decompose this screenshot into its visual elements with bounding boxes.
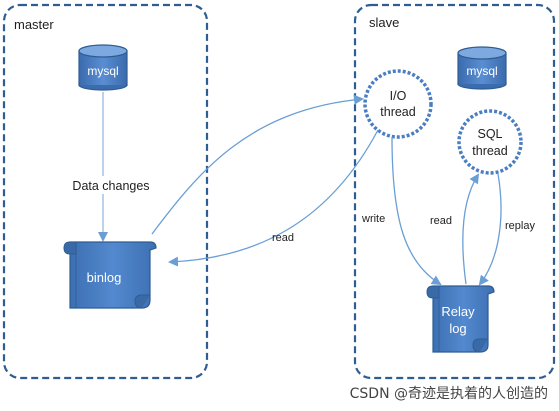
binlog-label: binlog <box>87 270 122 285</box>
binlog-to-io-arrow <box>151 94 364 235</box>
slave-label: slave <box>369 15 399 30</box>
slave-mysql-label: mysql <box>466 64 497 78</box>
write-arrow <box>391 136 442 286</box>
sql-thread-label-line1: SQL <box>477 127 502 141</box>
read-edge-label: read <box>272 232 294 244</box>
data-changes-label: Data changes <box>72 179 149 193</box>
slave-frame <box>353 3 556 380</box>
write-edge-label: write <box>361 213 385 225</box>
relay-read-arrow <box>462 173 480 285</box>
master-mysql-label: mysql <box>87 64 118 78</box>
csdn-watermark: CSDN @奇迹是执着的人创造的 <box>350 385 548 402</box>
io-thread-label-line2: thread <box>380 105 415 119</box>
relay-log-label-line1: Relay <box>441 304 475 319</box>
master-label: master <box>14 17 54 32</box>
master-mysql-db-icon: mysql <box>78 44 128 91</box>
replay-arrow <box>478 173 502 286</box>
sql-thread-node: SQL thread <box>457 109 523 175</box>
master-frame <box>2 3 209 380</box>
io-to-binlog-read-arrow <box>168 129 379 267</box>
relay-log-scroll-icon: Relay log <box>426 285 495 353</box>
replay-edge-label: replay <box>505 220 535 232</box>
binlog-scroll-icon: binlog <box>63 241 157 309</box>
relay-log-label-line2: log <box>449 321 466 336</box>
io-thread-node: I/O thread <box>363 69 433 139</box>
io-thread-label-line1: I/O <box>390 89 407 103</box>
slave-mysql-db-icon: mysql <box>457 46 507 90</box>
relay-read-edge-label: read <box>430 215 452 227</box>
sql-thread-label-line2: thread <box>472 144 507 158</box>
